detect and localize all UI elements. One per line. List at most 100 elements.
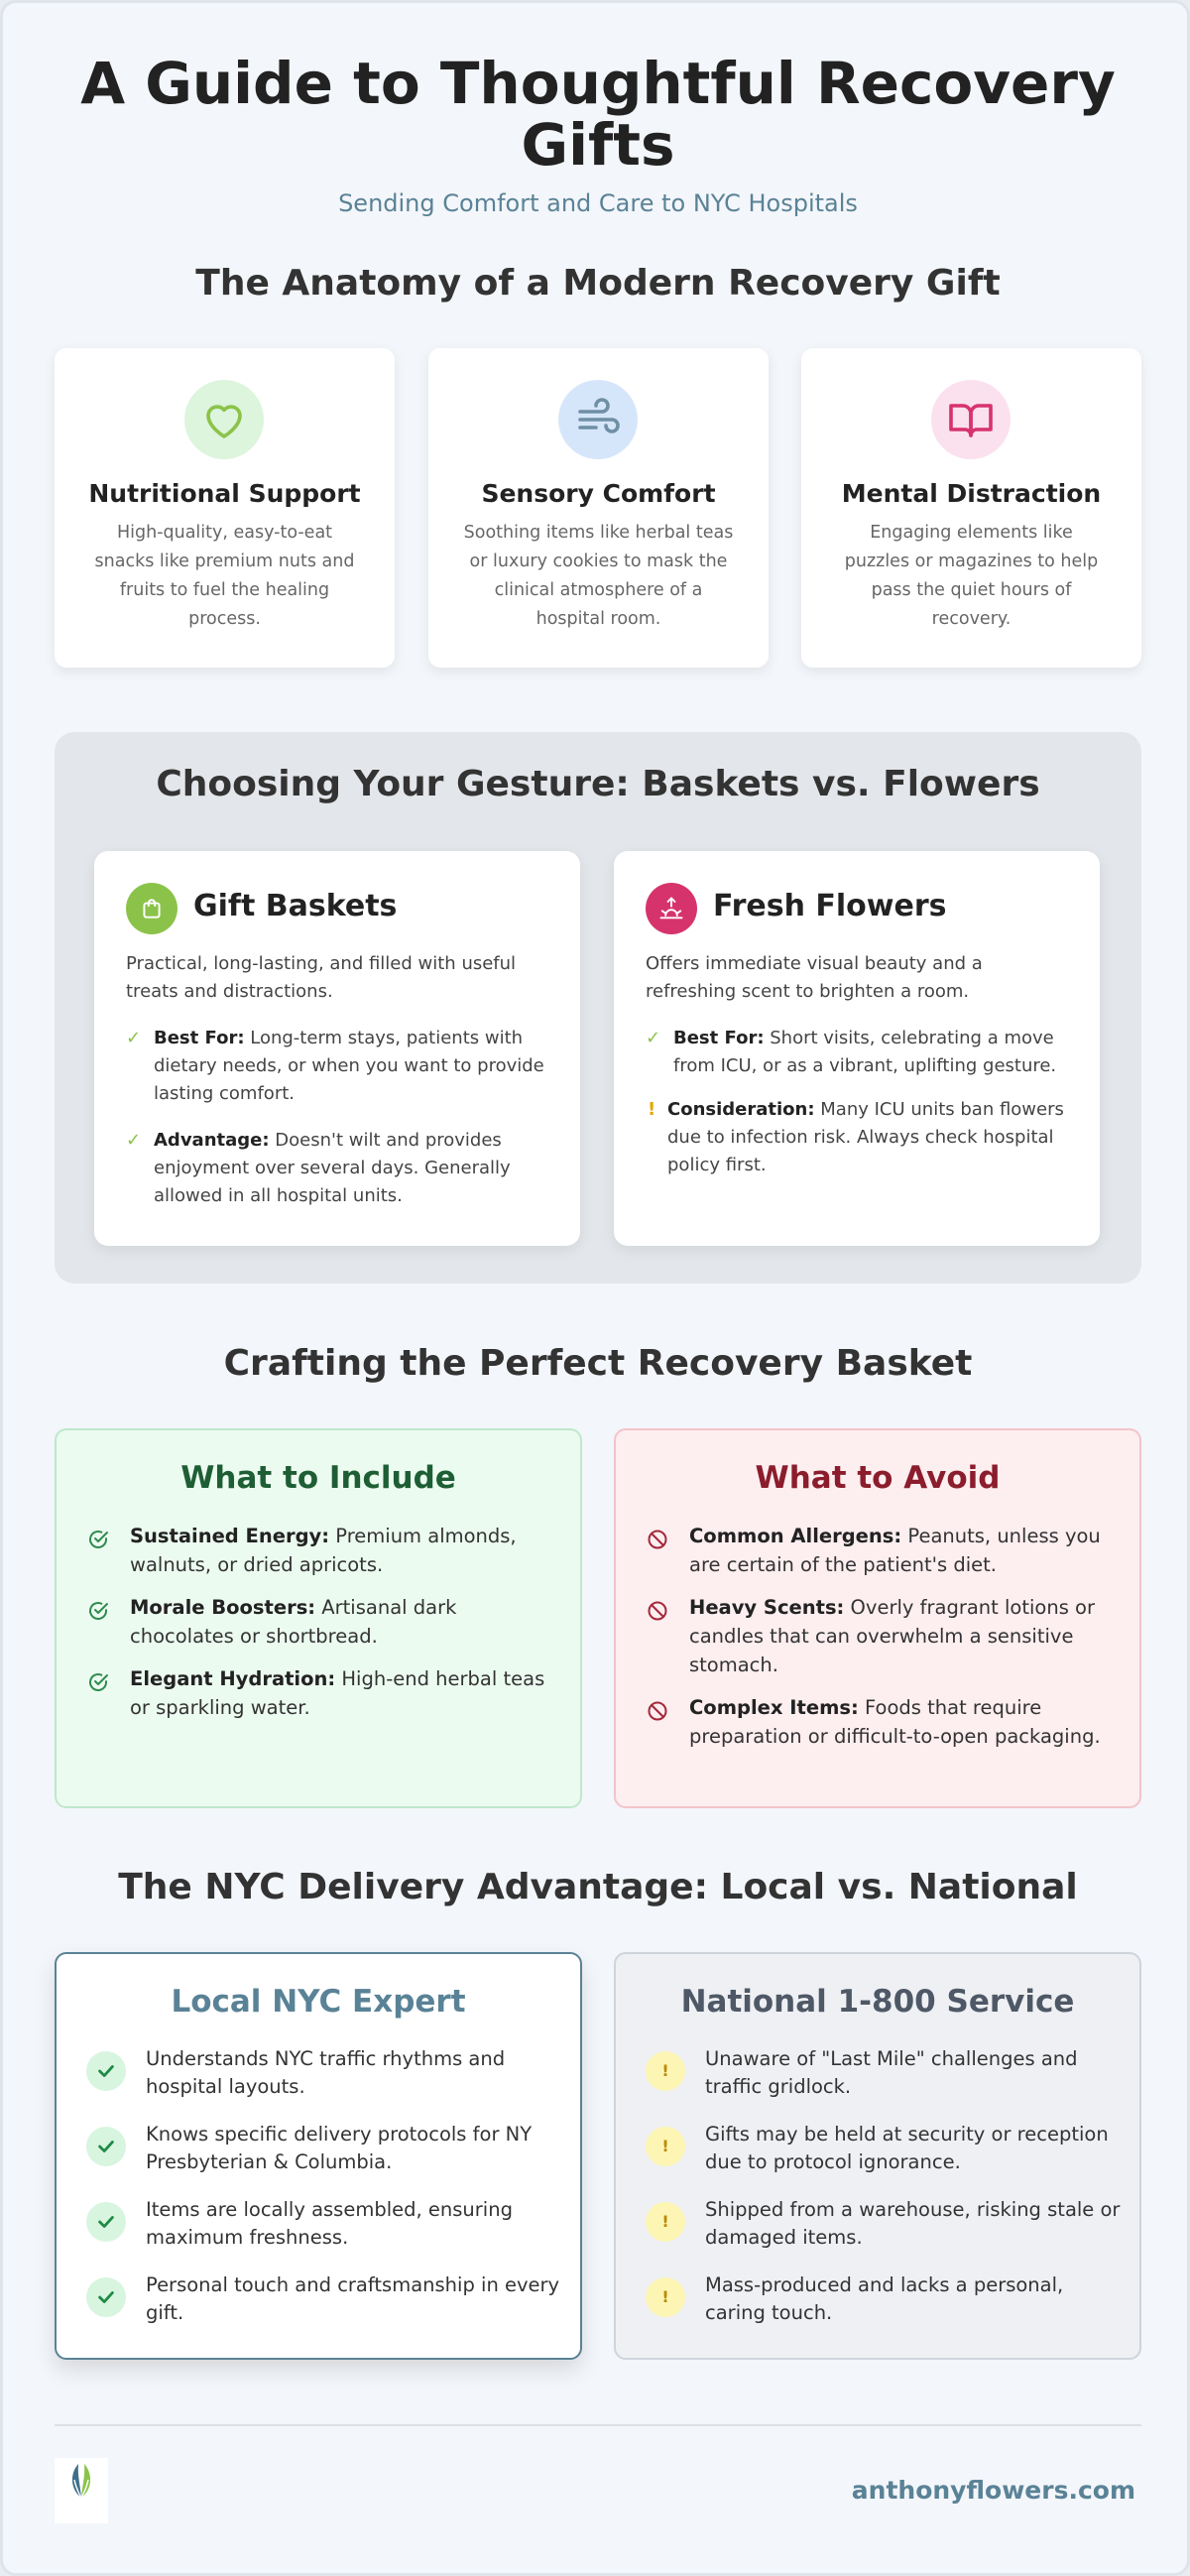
item-text: Short visits, celebrating a move from IC… [673,1028,1057,1076]
ban-icon [646,1699,669,1731]
choosing-section-title: Choosing Your Gesture: Baskets vs. Flowe… [156,764,1040,804]
heart-icon [184,380,264,459]
what-to-include-title: What to Include [180,1460,456,1496]
anatomy-card-mental: Mental Distraction Engaging elements lik… [801,348,1141,668]
footer-divider [55,2424,1141,2426]
anatomy-card-desc: Soothing items like herbal teas or luxur… [463,523,734,629]
warning-icon: ! [646,2277,685,2317]
anthony-flowers-logo [55,2458,108,2523]
item-text: Foods that require preparation or diffic… [689,1696,1101,1748]
item-text: Artisanal dark chocolates or shortbread. [130,1596,457,1648]
gift-baskets-card: Gift Baskets Practical, long-lasting, an… [94,851,580,1246]
check-icon [86,2277,126,2317]
website-link[interactable]: anthonyflowers.com [851,2476,1135,2505]
avoid-item: Common Allergens: Peanuts, unless you ar… [646,1522,1122,1579]
item-text: Mass-produced and lacks a personal, cari… [705,2273,1064,2324]
local-nyc-expert-box: Local NYC Expert Understands NYC traffic… [55,1952,582,2360]
gift-baskets-item: ✓ Advantage: Doesn't wilt and provides e… [126,1127,562,1210]
include-item: Elegant Hydration: High-end herbal teas … [86,1664,562,1722]
local-item: Personal touch and craftsmanship in ever… [86,2271,562,2327]
include-item: Sustained Energy: Premium almonds, walnu… [86,1522,562,1579]
item-text: Long-term stays, patients with dietary n… [154,1028,544,1104]
fresh-flowers-desc: Offers immediate visual beauty and a ref… [646,953,983,1002]
item-text: High-end herbal teas or sparkling water. [130,1667,545,1719]
national-item: ! Shipped from a warehouse, risking stal… [646,2196,1122,2252]
item-text: Overly fragrant lotions or candles that … [689,1596,1096,1676]
check-icon [86,2051,126,2091]
warning-icon: ! [646,2051,685,2091]
page-title: A Guide to Thoughtful Recovery Gifts [80,50,1116,179]
check-circle-icon [86,1599,110,1631]
anatomy-section-title: The Anatomy of a Modern Recovery Gift [195,263,1001,304]
item-text: Premium almonds, walnuts, or dried apric… [130,1525,517,1576]
item-label: Best For: [673,1028,765,1048]
item-text: Peanuts, unless you are certain of the p… [689,1525,1101,1576]
item-label: Elegant Hydration: [130,1667,336,1690]
check-circle-icon [86,1670,110,1702]
item-label: Common Allergens: [689,1525,902,1547]
choosing-panel: Choosing Your Gesture: Baskets vs. Flowe… [55,732,1141,1284]
page-subtitle: Sending Comfort and Care to NYC Hospital… [338,189,858,217]
check-icon: ✓ [126,1028,142,1048]
check-icon: ✓ [646,1028,661,1048]
avoid-item: Complex Items: Foods that require prepar… [646,1693,1122,1751]
item-label: Best For: [154,1028,245,1048]
basket-section-title: Crafting the Perfect Recovery Basket [223,1343,973,1384]
check-icon [86,2202,126,2242]
item-text: Knows specific delivery protocols for NY… [146,2123,533,2173]
item-text: Doesn't wilt and provides enjoyment over… [154,1130,511,1206]
fresh-flowers-card: Fresh Flowers Offers immediate visual be… [614,851,1100,1246]
anatomy-card-nutritional: Nutritional Support High-quality, easy-t… [55,348,395,668]
check-icon: ✓ [126,1130,142,1151]
ban-icon [646,1599,669,1631]
national-service-box: National 1-800 Service ! Unaware of "Las… [614,1952,1141,2360]
local-expert-title: Local NYC Expert [171,1984,466,2020]
gift-baskets-desc: Practical, long-lasting, and filled with… [126,953,517,1002]
fresh-flowers-item: ! Consideration: Many ICU units ban flow… [646,1096,1082,1179]
anatomy-card-desc: High-quality, easy-to-eat snacks like pr… [94,523,355,629]
what-to-avoid-title: What to Avoid [755,1460,1001,1496]
item-text: Unaware of "Last Mile" challenges and tr… [705,2047,1078,2098]
ban-icon [646,1528,669,1559]
item-label: Complex Items: [689,1696,859,1719]
warning-icon: ! [646,2127,685,2166]
what-to-include-box: What to Include Sustained Energy: Premiu… [55,1428,582,1808]
warning-icon: ! [646,2202,685,2242]
check-icon [86,2127,126,2166]
item-text: Many ICU units ban flowers due to infect… [667,1099,1064,1175]
local-item: Items are locally assembled, ensuring ma… [86,2196,562,2252]
avoid-item: Heavy Scents: Overly fragrant lotions or… [646,1593,1122,1679]
item-text: Understands NYC traffic rhythms and hosp… [146,2047,506,2098]
include-item: Morale Boosters: Artisanal dark chocolat… [86,1593,562,1651]
anatomy-card-title: Nutritional Support [88,479,361,508]
item-label: Consideration: [667,1099,815,1120]
warning-icon: ! [648,1099,656,1120]
national-item: ! Mass-produced and lacks a personal, ca… [646,2271,1122,2327]
item-text: Personal touch and craftsmanship in ever… [146,2273,560,2324]
what-to-avoid-box: What to Avoid Common Allergens: Peanuts,… [614,1428,1141,1808]
anatomy-card-title: Mental Distraction [841,479,1102,508]
anatomy-card-title: Sensory Comfort [481,479,716,508]
gift-baskets-item: ✓ Best For: Long-term stays, patients wi… [126,1025,562,1108]
book-icon [931,380,1011,459]
item-text: Items are locally assembled, ensuring ma… [146,2198,513,2249]
local-item: Knows specific delivery protocols for NY… [86,2121,562,2176]
national-item: ! Gifts may be held at security or recep… [646,2121,1122,2176]
wind-icon [558,380,638,459]
delivery-section-title: The NYC Delivery Advantage: Local vs. Na… [118,1867,1078,1907]
flower-icon [646,883,697,934]
fresh-flowers-item: ✓ Best For: Short visits, celebrating a … [646,1025,1082,1080]
item-label: Advantage: [154,1130,270,1151]
item-text: Gifts may be held at security or recepti… [705,2123,1109,2173]
check-circle-icon [86,1528,110,1559]
national-service-title: National 1-800 Service [680,1984,1075,2020]
local-item: Understands NYC traffic rhythms and hosp… [86,2045,562,2101]
item-text: Shipped from a warehouse, risking stale … [705,2198,1121,2249]
anatomy-card-desc: Engaging elements like puzzles or magazi… [844,523,1099,629]
anatomy-card-sensory: Sensory Comfort Soothing items like herb… [428,348,769,668]
item-label: Sustained Energy: [130,1525,330,1547]
item-label: Morale Boosters: [130,1596,316,1619]
gift-baskets-title: Gift Baskets [193,889,398,923]
national-item: ! Unaware of "Last Mile" challenges and … [646,2045,1122,2101]
